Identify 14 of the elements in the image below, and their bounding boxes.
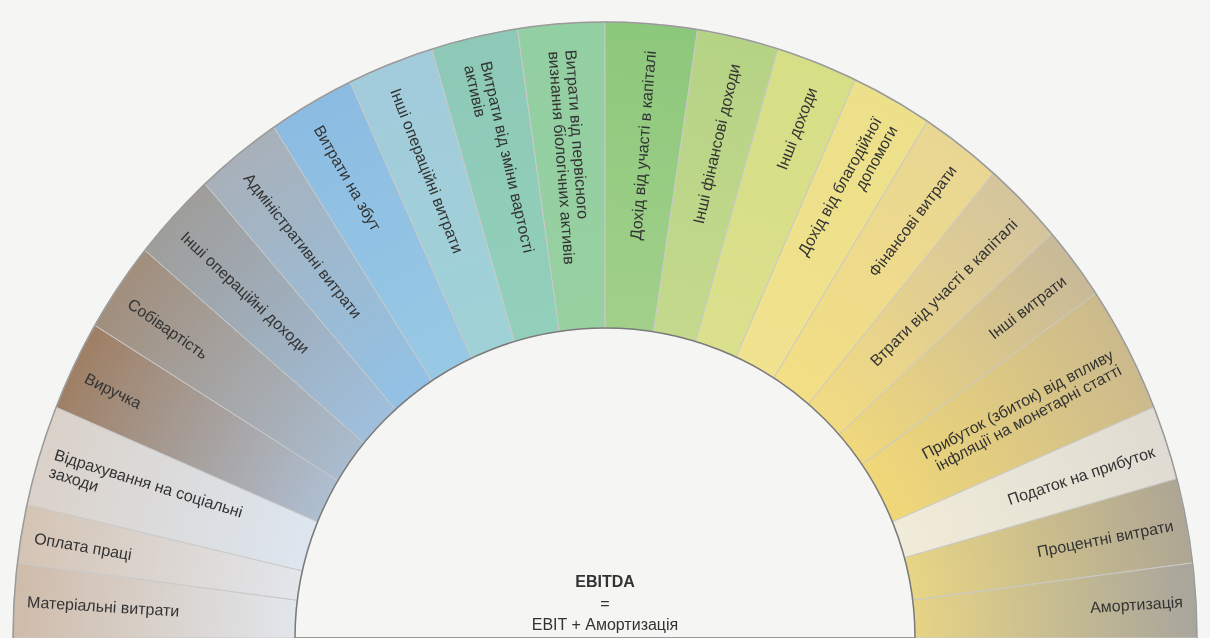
formula-title: EBITDA	[575, 572, 635, 593]
segment-label: Витрати від первісного визнання біологічних активів	[544, 49, 594, 268]
fan-segment	[912, 562, 1198, 638]
segment-label: Витрати від зміни вартості активів	[460, 59, 539, 257]
segment-label: Матеріальні витрати	[26, 593, 180, 621]
segment-label: Інші доходи	[773, 85, 821, 173]
segment-label: Дохід від участі в капіталі	[626, 50, 660, 241]
segment-label: Інші фінансові доходи	[689, 62, 744, 226]
fan-segment	[12, 562, 298, 638]
segment-label: Оплата праці	[32, 529, 134, 564]
formula-text: EBIT + Амортизація	[531, 615, 679, 636]
segment-label: Процентні витрати	[1035, 517, 1176, 561]
segment-label: Амортизація	[1089, 593, 1184, 617]
formula-text: =	[600, 593, 610, 614]
